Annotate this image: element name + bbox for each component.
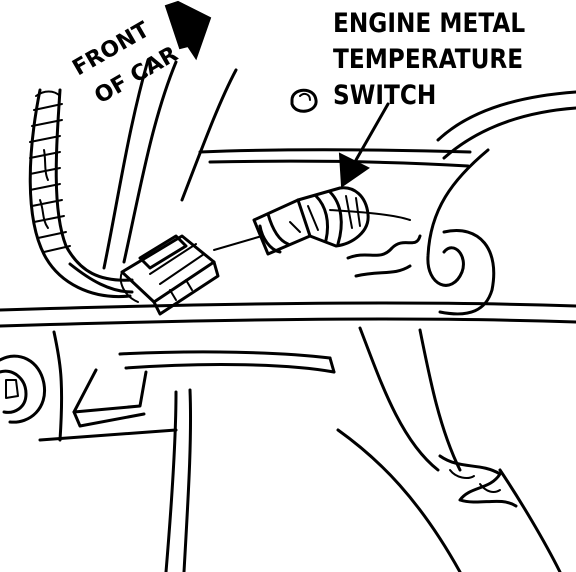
callout-line2: TEMPERATURE — [333, 44, 524, 75]
harness-connector — [119, 234, 220, 316]
switch-callout-label: ENGINE METAL TEMPERATURE SWITCH — [333, 6, 573, 114]
connector-guide-line — [213, 235, 263, 251]
leader-arrow-icon — [338, 102, 390, 188]
wiring-harness — [28, 88, 134, 299]
bolt-icon — [290, 88, 318, 113]
callout-line3: SWITCH — [333, 80, 437, 111]
arrow-icon — [164, 0, 212, 61]
callout-line1: ENGINE METAL — [333, 8, 526, 39]
frame-structure — [0, 301, 576, 572]
temperature-switch — [252, 186, 370, 256]
